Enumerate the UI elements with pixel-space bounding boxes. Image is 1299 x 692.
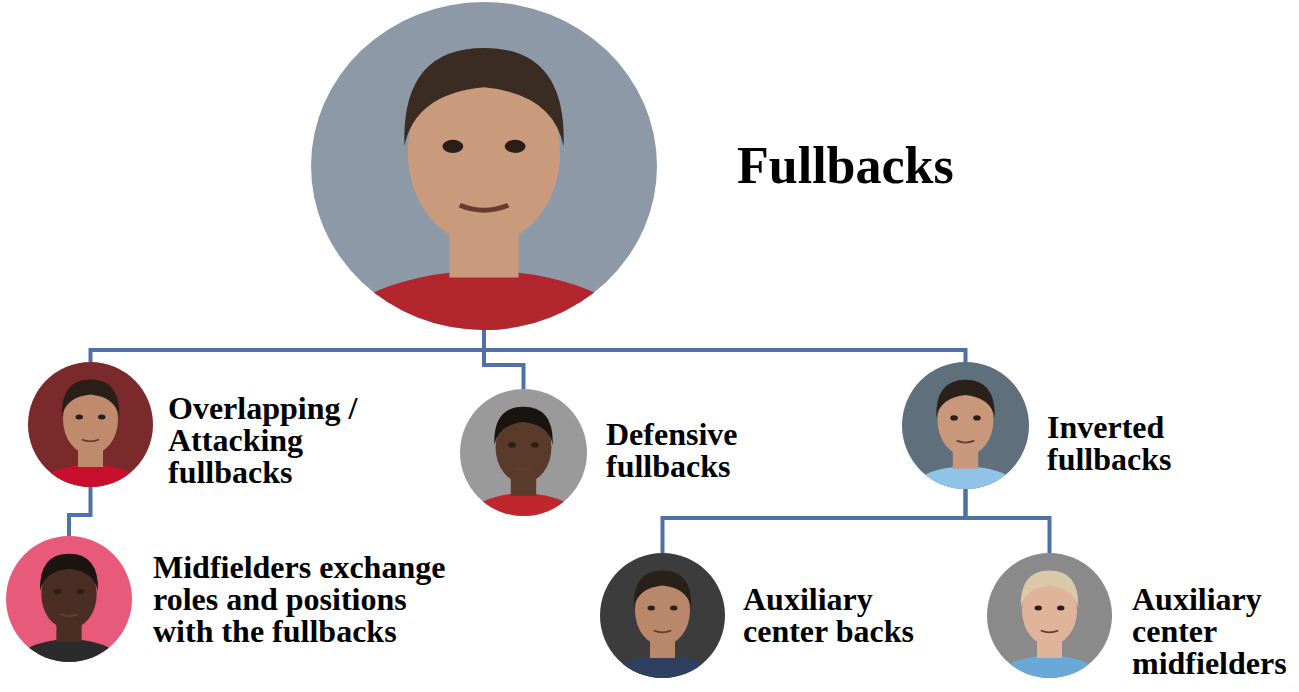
node-label: Midfielders exchange roles and positions… [153, 551, 453, 647]
node-label: Auxiliary center midfielders [1132, 583, 1292, 679]
tree-connector [663, 489, 966, 553]
player-node: Overlapping / Attacking fullbacks [28, 362, 153, 487]
player-node: Auxiliary center midfielders [987, 553, 1112, 678]
label-box: Overlapping / Attacking fullbacks [168, 392, 378, 488]
player-portrait [28, 362, 153, 487]
label-box: Midfielders exchange roles and positions… [153, 551, 453, 647]
tree-connector [69, 487, 91, 536]
label-box: Auxiliary center backs [743, 583, 933, 647]
tree-connector [91, 330, 485, 362]
tree-connector [484, 330, 524, 389]
player-node: Fullbacks [311, 2, 657, 330]
label-box: Auxiliary center midfielders [1132, 583, 1292, 679]
player-portrait [600, 553, 725, 678]
tree-connector [484, 330, 966, 362]
player-portrait [6, 536, 132, 662]
player-node: Midfielders exchange roles and positions… [6, 536, 132, 662]
player-node: Defensive fullbacks [460, 389, 587, 516]
player-portrait [311, 2, 657, 330]
player-node: Auxiliary center backs [600, 553, 725, 678]
player-portrait [460, 389, 587, 516]
player-portrait [987, 553, 1112, 678]
node-label: Defensive fullbacks [606, 418, 756, 482]
node-label: Auxiliary center backs [743, 583, 933, 647]
label-box: Defensive fullbacks [606, 418, 756, 482]
node-label: Inverted fullbacks [1047, 411, 1197, 475]
tree-connector [966, 489, 1050, 553]
player-portrait [902, 362, 1029, 489]
label-box: Inverted fullbacks [1047, 411, 1197, 475]
node-label: Fullbacks [737, 140, 1017, 192]
label-box: Fullbacks [737, 140, 1017, 192]
player-node: Inverted fullbacks [902, 362, 1029, 489]
node-label: Overlapping / Attacking fullbacks [168, 392, 378, 488]
